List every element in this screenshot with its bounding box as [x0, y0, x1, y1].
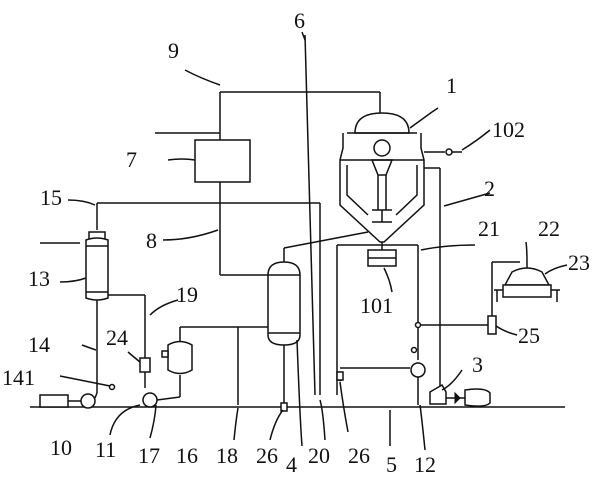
valve-24 — [139, 357, 151, 373]
pump-11 — [142, 392, 181, 408]
unit-22-23 — [494, 262, 560, 302]
unit-7 — [194, 139, 251, 183]
column-13 — [40, 231, 145, 393]
reactor-1 — [339, 112, 425, 267]
label-7: 7 — [126, 147, 137, 172]
label-141: 141 — [2, 365, 35, 390]
label-101: 101 — [360, 293, 393, 318]
pump-10 — [39, 392, 98, 409]
label-12: 12 — [414, 452, 436, 477]
pump-3 — [429, 383, 491, 407]
label-24: 24 — [106, 325, 128, 350]
label-14: 14 — [28, 332, 50, 357]
label-3: 3 — [472, 352, 483, 377]
label-10: 10 — [50, 435, 72, 460]
label-18: 18 — [216, 443, 238, 468]
label-2: 2 — [484, 176, 495, 201]
label-15: 15 — [40, 185, 62, 210]
valve-102 — [445, 148, 453, 156]
label-6: 6 — [294, 8, 305, 33]
label-1: 1 — [446, 73, 457, 98]
label-23: 23 — [568, 250, 590, 275]
label-5: 5 — [386, 452, 397, 477]
label-8: 8 — [146, 228, 157, 253]
vessel-4 — [267, 261, 301, 412]
label-16: 16 — [176, 443, 198, 468]
label-17: 17 — [138, 443, 160, 468]
label-11: 11 — [95, 437, 116, 462]
valve-25 — [487, 315, 497, 335]
label-13: 13 — [28, 266, 50, 291]
pump-12 — [410, 362, 426, 405]
label-20: 20 — [308, 443, 330, 468]
label-25: 25 — [518, 323, 540, 348]
label-9: 9 — [168, 38, 179, 63]
label-22: 22 — [538, 216, 560, 241]
leader-lines — [59, 31, 568, 451]
label-21: 21 — [478, 216, 500, 241]
label-19: 19 — [176, 282, 198, 307]
label-102: 102 — [492, 117, 525, 142]
label-4: 4 — [286, 452, 297, 477]
callout-labels: 1 102 9 6 7 15 8 2 21 22 23 13 19 101 25… — [2, 8, 590, 477]
label-26-right: 26 — [348, 443, 370, 468]
vessel-16 — [161, 340, 193, 397]
label-26-left: 26 — [256, 443, 278, 468]
